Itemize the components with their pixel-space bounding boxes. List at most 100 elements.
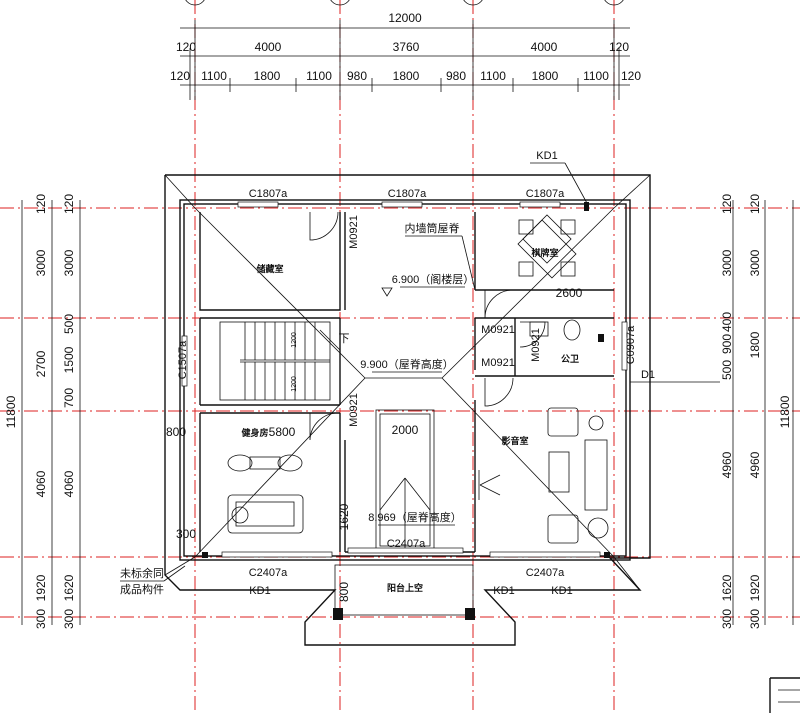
- dim-left-inner-3000: 3000: [62, 249, 76, 276]
- dim-left-inner-4060: 4060: [62, 470, 76, 497]
- fitness-equipment: [227, 454, 304, 534]
- dim-top-detail-3: 1800: [254, 69, 281, 83]
- d1-label: D1: [641, 369, 655, 381]
- door-label-3: M0921: [481, 357, 515, 369]
- dim-right-inner-120: 120: [720, 194, 734, 214]
- window-label-bottom-3: C2407a: [526, 567, 565, 579]
- dim-1620-mid: 1620: [337, 503, 351, 530]
- dim-left-inner-120: 120: [62, 194, 76, 214]
- dim-left-outer-120: 120: [34, 194, 48, 214]
- door-label-5: M0921: [530, 328, 542, 362]
- dim-top-detail-10: 1100: [583, 69, 609, 83]
- dim-right-inner-1620: 1620: [720, 574, 734, 601]
- top-dimensions: 12000 120 4000 3760 4000 120 120 1100 18…: [170, 11, 641, 100]
- right-dimensions: 120 3000 400 900 500 1800 4960 1620 300 …: [720, 194, 794, 629]
- window-label-left: C1507a: [177, 340, 189, 379]
- dim-top-detail-7: 980: [446, 69, 466, 83]
- dim-right-inner-3000: 3000: [720, 249, 734, 276]
- room-balcony-label: 阳台上空: [387, 582, 423, 593]
- dim-top-mid-4: 4000: [531, 40, 558, 54]
- elevation-attic: 6.900（阁楼层）: [392, 272, 475, 286]
- dim-left-inner-1620: 1620: [62, 574, 76, 601]
- staircase: [219, 321, 341, 401]
- dim-left-outer-300: 300: [34, 609, 48, 629]
- dim-top-detail-11: 120: [621, 69, 641, 83]
- dim-left-outer-2700: 2700: [34, 350, 48, 377]
- dim-right-outer-300: 300: [748, 609, 762, 629]
- dim-2600: 2600: [556, 286, 583, 300]
- dim-top-detail-4: 1100: [306, 69, 332, 83]
- door-label-1: M0921: [348, 215, 360, 249]
- dim-800: 800: [166, 425, 186, 439]
- dim-right-outer-4960: 4960: [748, 451, 762, 478]
- roof-ridge-lines: [194, 207, 615, 558]
- room-mahjong-label: 棋牌室: [530, 247, 558, 258]
- dim-right-inner-1800: 1800: [748, 331, 762, 358]
- door-swings: [309, 211, 546, 441]
- dim-right-outer-120: 120: [748, 194, 762, 214]
- dim-left-outer-1920: 1920: [34, 574, 48, 601]
- dim-top-mid-5: 120: [609, 40, 629, 54]
- room-toilet-label: 公卫: [561, 354, 579, 364]
- dim-left-inner-500: 500: [62, 314, 76, 334]
- stair-dim-1: 1200: [291, 332, 298, 348]
- dim-right-inner-4960: 4960: [720, 451, 734, 478]
- elevation-ridge-2: 8.969（屋脊高度）: [368, 510, 462, 524]
- dim-left-inner-700: 700: [62, 388, 76, 408]
- dim-right-inner-500: 500: [720, 360, 734, 380]
- kd1-label-bottom-mid: KD1: [493, 585, 514, 597]
- dim-total-top: 12000: [388, 11, 422, 25]
- room-theater-label: 影音室: [501, 435, 528, 446]
- elevation-ridge-1: 9.900（屋脊高度）: [360, 357, 454, 371]
- dim-top-detail-9: 1800: [532, 69, 559, 83]
- dim-right-inner-300: 300: [720, 609, 734, 629]
- dim-top-mid-1: 120: [176, 40, 196, 54]
- room-storage-label: 储藏室: [256, 263, 283, 274]
- dim-top-mid-3: 3760: [393, 40, 420, 54]
- note-line-1: 未标余同: [120, 566, 164, 580]
- dim-left-outer-3000: 3000: [34, 249, 48, 276]
- window-label-top-3: C1807a: [526, 188, 565, 200]
- dim-top-detail-5: 980: [347, 69, 367, 83]
- dim-right-inner-900: 900: [720, 334, 734, 354]
- dim-top-detail-6: 1800: [393, 69, 420, 83]
- stair-dim-2: 1200: [291, 376, 298, 392]
- dim-right-outer-11800: 11800: [778, 395, 792, 428]
- dim-right-outer-3000: 3000: [748, 249, 762, 276]
- toilet-fixtures: [529, 319, 604, 342]
- dim-5800: 5800: [269, 425, 296, 439]
- dim-left-outer-4060: 4060: [34, 470, 48, 497]
- dim-right-inner-400: 400: [720, 312, 734, 332]
- left-dimensions: 120 3000 2700 11800 4060 1920 300 120 30…: [4, 194, 81, 629]
- ridge-label: 内墙筒屋脊: [405, 221, 460, 235]
- dim-left-inner-1500: 1500: [62, 346, 76, 373]
- roof-outline: [164, 174, 651, 646]
- dim-left-outer-11800: 11800: [4, 395, 18, 428]
- window-marks: [181, 201, 628, 558]
- interior-walls: [199, 212, 614, 553]
- window-label-top-2: C1807a: [388, 188, 427, 200]
- dim-800-balcony: 800: [337, 582, 351, 602]
- door-label-4: M0921: [348, 393, 360, 427]
- dim-2000: 2000: [392, 423, 419, 437]
- balcony: [202, 202, 610, 620]
- stair-down-label: 下: [339, 333, 350, 345]
- door-label-2: M0921: [481, 324, 515, 336]
- note-line-2: 成品构件: [120, 582, 164, 596]
- window-label-right: C0907a: [625, 325, 637, 364]
- kd1-label-bottom-left: KD1: [249, 585, 270, 597]
- window-label-bottom-2: C2407a: [387, 538, 426, 550]
- dim-top-detail-2: 1100: [201, 69, 227, 83]
- dim-right-outer-1920: 1920: [748, 574, 762, 601]
- dim-top-detail-1: 120: [170, 69, 190, 83]
- theater-furniture: [478, 407, 609, 544]
- room-fitness-label: 健身房: [241, 427, 268, 438]
- axis-bubbles: [185, 0, 624, 6]
- window-label-top-1: C1807a: [249, 188, 288, 200]
- dim-300: 300: [176, 527, 196, 541]
- dim-top-mid-2: 4000: [255, 40, 282, 54]
- dim-top-detail-8: 1100: [480, 69, 506, 83]
- dim-left-inner-300: 300: [62, 609, 76, 629]
